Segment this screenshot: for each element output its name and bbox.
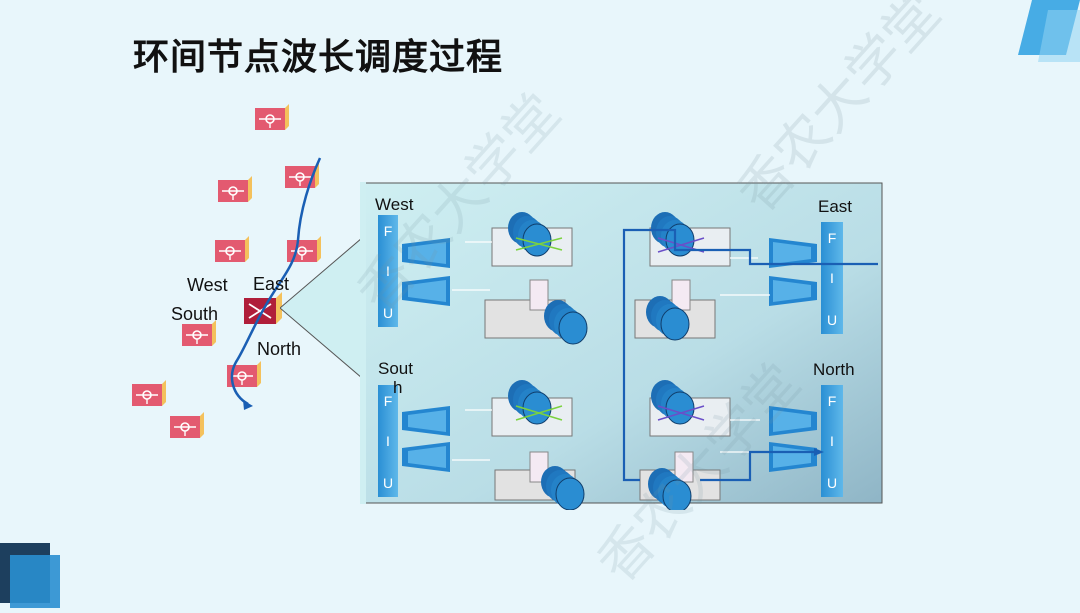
corner-deco-top-right-shape	[1018, 0, 1080, 62]
svg-text:F: F	[384, 393, 393, 409]
svg-text:I: I	[830, 433, 834, 449]
svg-text:U: U	[827, 312, 837, 328]
svg-text:U: U	[383, 305, 393, 321]
fiu-south: F I U	[378, 385, 398, 497]
panel-label-north: North	[813, 360, 855, 379]
fiu-west: F I U	[378, 215, 398, 327]
fiu-east: F I U	[821, 222, 843, 334]
svg-text:U: U	[383, 475, 393, 491]
ring-network-svg	[131, 103, 322, 439]
ring-label-south: South	[171, 304, 219, 324]
corner-deco-bottom-left-shape	[0, 543, 60, 608]
svg-text:U: U	[827, 475, 837, 491]
page-title: 环间节点波长调度过程	[133, 37, 504, 78]
network-node-8	[131, 379, 167, 407]
network-node-3	[217, 175, 253, 203]
corner-deco-top-right	[1018, 0, 1080, 62]
fiu-north: F I U	[821, 385, 843, 497]
panel-label-west: West	[375, 195, 414, 214]
svg-text:F: F	[828, 393, 837, 409]
ring-label-west: West	[187, 275, 228, 295]
panel-label-south-2: h	[393, 378, 402, 397]
ring-label-north: North	[257, 339, 302, 359]
network-node-4	[214, 235, 250, 263]
svg-text:F: F	[828, 230, 837, 246]
node-detail-panel: F I U F I U F I U F I U	[279, 180, 886, 513]
ring-network-diagram	[120, 100, 360, 450]
wavelength-path	[230, 157, 322, 406]
network-node-9	[169, 411, 205, 439]
svg-text:I: I	[386, 263, 390, 279]
panel-label-south-1: Sout	[378, 359, 413, 378]
panel-label-east: East	[818, 197, 852, 216]
path-arrowhead	[243, 400, 253, 410]
svg-text:F: F	[384, 223, 393, 239]
svg-text:I: I	[386, 433, 390, 449]
network-node-1	[254, 103, 290, 131]
svg-text:I: I	[830, 270, 834, 286]
corner-deco-bottom-left	[0, 543, 60, 608]
node-detail-svg: F I U F I U F I U F I U	[279, 182, 883, 513]
panel-wavelength-path	[622, 228, 878, 482]
ring-label-east: East	[253, 274, 290, 294]
